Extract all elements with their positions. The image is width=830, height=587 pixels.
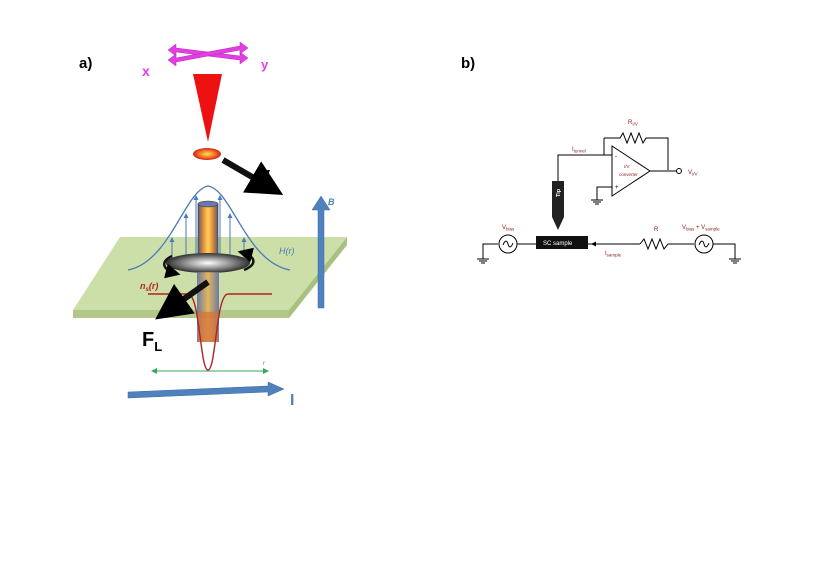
current-label: I — [290, 392, 294, 409]
magnetic-field-label: B — [328, 197, 335, 207]
svg-text:converter: converter — [619, 172, 638, 177]
panel-a: a) x y v H(r) — [73, 41, 347, 409]
magnetic-field-arrow — [311, 195, 331, 309]
opamp-wiring — [557, 154, 676, 205]
current-arrow — [127, 381, 285, 399]
feedback-resistor — [603, 131, 669, 170]
tunnel-current-label: Itunnel — [572, 147, 586, 154]
radius-label: r — [263, 361, 265, 367]
sc-sample — [536, 236, 588, 249]
xy-scanner-icon — [167, 41, 249, 67]
bias-source-left — [477, 234, 536, 264]
sample-branch — [588, 234, 741, 264]
panel-b: b) RI/V - + I/V converter VI/V Itunnel — [461, 55, 741, 264]
sample-voltage-label: Vbias + Vsample — [682, 225, 720, 232]
feedback-resistor-label: RI/V — [628, 120, 638, 127]
sample-current-label: Isample — [605, 251, 622, 258]
converter-label: I/V — [624, 164, 630, 169]
svg-text:-: - — [615, 154, 617, 160]
output-terminal — [676, 168, 682, 174]
panel-b-label: b) — [461, 55, 475, 72]
sample-label: SC sample — [543, 241, 573, 247]
stm-tip: Tip — [552, 181, 564, 230]
swirl-arrow-right — [237, 247, 255, 272]
velocity-label: v — [260, 164, 270, 184]
velocity-arrow — [221, 157, 284, 196]
order-param-label: ns(r) — [140, 281, 158, 293]
sample-current-arrow — [591, 241, 596, 247]
x-axis-label: x — [142, 63, 150, 79]
op-amp: - + I/V converter — [611, 145, 651, 197]
lorentz-force-label: FL — [142, 329, 162, 354]
output-voltage-label: VI/V — [688, 170, 698, 177]
field-profile-curve — [127, 185, 291, 271]
swirl-arrow-left — [163, 254, 181, 279]
svg-text:+: + — [615, 185, 619, 191]
series-resistor-label: R — [654, 227, 659, 233]
supercurrent-swirl — [166, 253, 250, 273]
bias-voltage-label: Vbias — [502, 225, 515, 232]
lorentz-force-arrow — [155, 279, 210, 320]
y-axis-label: y — [261, 57, 269, 72]
laser-beam — [193, 74, 222, 142]
laser-spot — [193, 148, 221, 160]
tip-label: Tip — [556, 188, 562, 197]
panel-a-label: a) — [79, 55, 92, 72]
field-profile-label: H(r) — [279, 246, 295, 256]
